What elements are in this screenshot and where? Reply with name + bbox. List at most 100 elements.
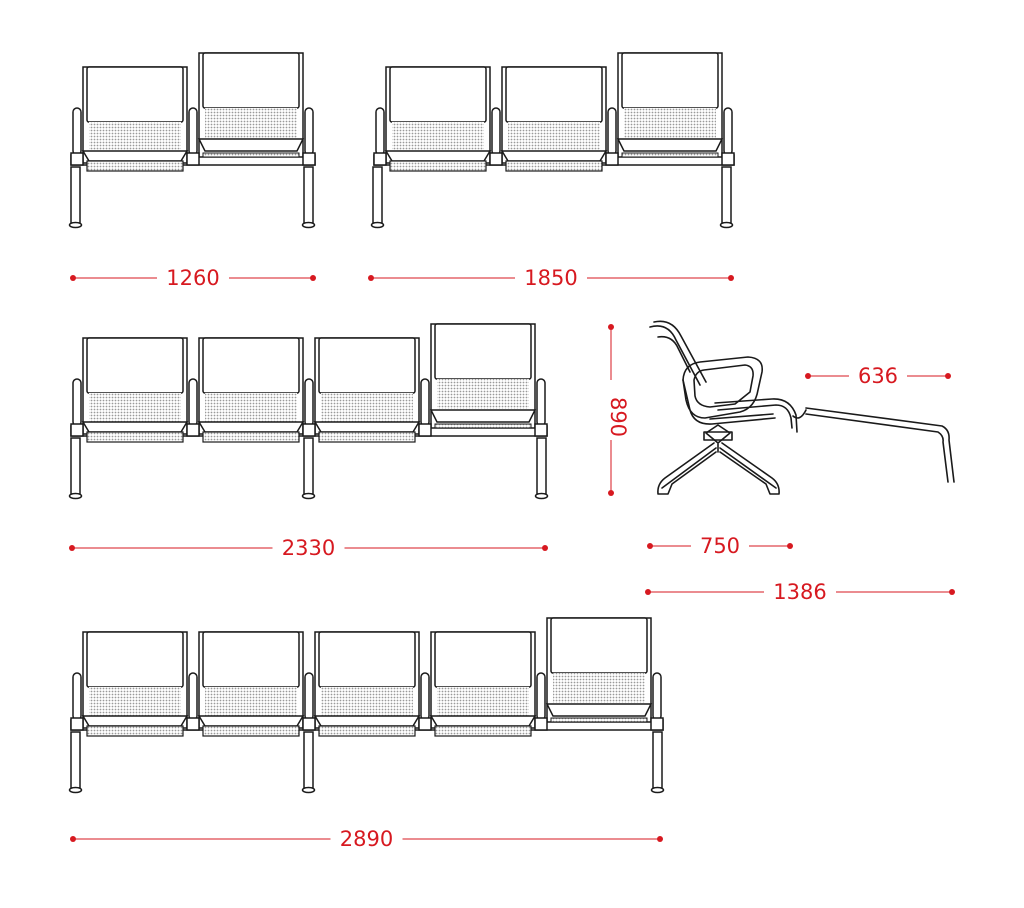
backrest — [202, 52, 300, 109]
seat-front-mesh — [202, 431, 300, 443]
armrest-bracket — [302, 717, 316, 731]
seat-edge — [202, 152, 300, 158]
mesh-back — [437, 687, 529, 719]
seat — [197, 631, 305, 737]
armrest — [491, 107, 501, 156]
seat-pan — [313, 421, 421, 433]
armrest — [375, 107, 385, 156]
bench-4-seat — [68, 323, 549, 500]
backrest — [86, 631, 184, 688]
dimension-line: 1260 — [70, 266, 316, 290]
armrest — [188, 107, 198, 156]
armrest-bracket — [186, 717, 200, 731]
dimension-line: 1386 — [645, 580, 955, 604]
armrest-bracket — [302, 152, 316, 166]
seat-pan — [500, 150, 608, 162]
armrest-bracket — [605, 152, 619, 166]
leg-foot — [301, 221, 316, 229]
dimension-endpoint — [657, 836, 663, 842]
bench-3-seat — [370, 52, 735, 229]
dimension-endpoint — [647, 543, 653, 549]
mesh-back — [508, 122, 600, 154]
dimension-label: 750 — [700, 534, 740, 558]
dimension-line: 1850 — [368, 266, 734, 290]
dimension-line: 2330 — [69, 536, 548, 560]
dimension-endpoint — [70, 836, 76, 842]
armrest-bracket — [186, 423, 200, 437]
dimension-line: 750 — [647, 534, 793, 558]
dimension-endpoint — [949, 589, 955, 595]
seat-pan — [81, 150, 189, 162]
armrest-bracket — [534, 423, 548, 437]
dimension-line: 2890 — [70, 827, 663, 851]
armrest — [304, 378, 314, 427]
seat-front-mesh — [86, 431, 184, 443]
leg-foot — [301, 786, 316, 794]
seat-pan — [384, 150, 492, 162]
backrest — [434, 631, 532, 688]
seat-front-mesh — [86, 725, 184, 737]
mesh-back — [205, 108, 297, 138]
dimension-endpoint — [69, 545, 75, 551]
dimension-label: 1386 — [773, 580, 826, 604]
leg — [721, 166, 732, 224]
dimension-endpoint — [805, 373, 811, 379]
seat-pan — [197, 421, 305, 433]
dimension-endpoint — [542, 545, 548, 551]
armrest-bracket — [373, 152, 387, 166]
seat — [429, 631, 537, 737]
armrest — [607, 107, 617, 156]
seat-front-mesh — [434, 725, 532, 737]
leg — [70, 731, 81, 789]
seat-edge — [550, 717, 648, 723]
backrest — [318, 631, 416, 688]
backrest — [318, 337, 416, 394]
armrest-bracket — [70, 152, 84, 166]
leg-foot — [68, 221, 83, 229]
dimension-label: 890 — [606, 397, 630, 437]
armrest — [420, 672, 430, 721]
armrest-bracket — [70, 717, 84, 731]
dimension-endpoint — [608, 324, 614, 330]
dimension-label: 2330 — [282, 536, 335, 560]
dimension-endpoint — [310, 275, 316, 281]
leg — [303, 731, 314, 789]
armrest — [723, 107, 733, 156]
armrest — [652, 672, 662, 721]
dimension-endpoint — [945, 373, 951, 379]
dimension-endpoint — [645, 589, 651, 595]
mesh-back — [553, 673, 645, 703]
armrest-bracket — [186, 152, 200, 166]
seat-folded — [616, 52, 724, 158]
backrest — [202, 337, 300, 394]
leg — [70, 437, 81, 495]
seat-front-mesh — [318, 725, 416, 737]
backrest — [86, 337, 184, 394]
leg — [372, 166, 383, 224]
dimension-label: 1850 — [524, 266, 577, 290]
dimension-label: 1260 — [166, 266, 219, 290]
seat-front-mesh — [86, 160, 184, 172]
armrest — [536, 672, 546, 721]
backrest — [505, 66, 603, 123]
backrest — [621, 52, 719, 109]
leg-foot — [534, 492, 549, 500]
dimension-line: 636 — [805, 364, 951, 388]
seat — [313, 337, 421, 443]
seat-front-mesh — [318, 431, 416, 443]
mesh-back — [321, 687, 413, 719]
mesh-back — [205, 393, 297, 425]
armrest — [72, 672, 82, 721]
backrest — [434, 323, 532, 380]
armrest-bracket — [534, 717, 548, 731]
seat-folded — [429, 323, 537, 429]
armrest — [420, 378, 430, 427]
backrest — [550, 617, 648, 674]
seat-pan — [81, 421, 189, 433]
side-view-chair — [649, 320, 955, 495]
dimension-label: 2890 — [340, 827, 393, 851]
seat-pan — [545, 703, 653, 717]
leg-foot — [650, 786, 665, 794]
dimension-endpoint — [608, 490, 614, 496]
